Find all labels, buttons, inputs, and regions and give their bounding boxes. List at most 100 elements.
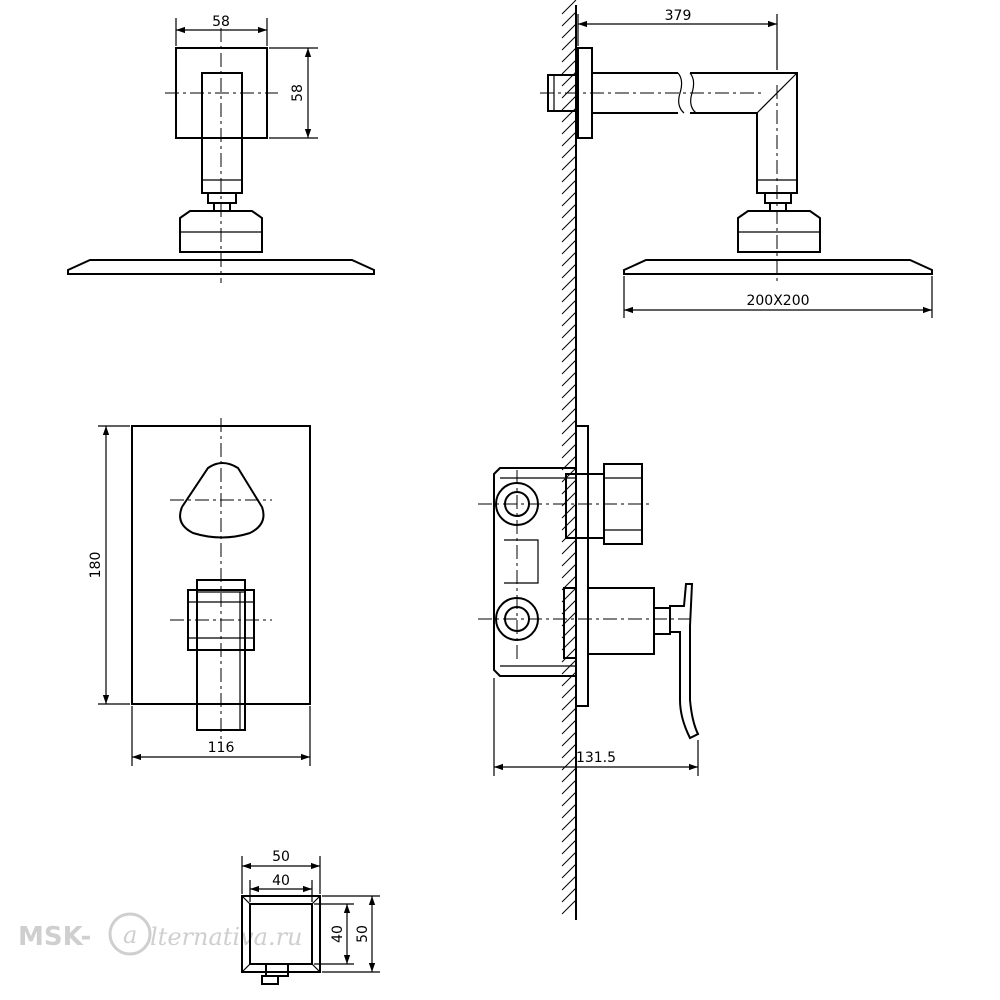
bevel-line [311,895,321,905]
hatch-stroke [561,743,577,759]
hatch-stroke [561,779,577,795]
hatch-stroke [561,731,577,747]
hatch-stroke [561,719,577,735]
bevel-line [241,895,251,905]
mixer-lever-side [669,583,700,740]
dim-label-arm-length: 379 [665,8,692,24]
hatch-stroke [561,407,577,423]
hatch-stroke [561,0,577,15]
hatch-stroke [561,203,577,219]
hatch-stroke [561,23,577,39]
hatch-stroke [561,311,577,327]
outlet-spout [265,963,289,977]
dim-label-head-mount-height: 58 [290,84,306,102]
hatch-stroke [561,335,577,351]
hatch-stroke [561,899,577,915]
hatch-stroke [561,323,577,339]
hatch-stroke [561,179,577,195]
mixer-side-view: 131.5 [478,425,700,776]
hatch-stroke [561,887,577,903]
diverter-knob [179,462,265,539]
lever-base-side [587,587,655,655]
dim-label-outlet-inner-height: 40 [330,925,346,943]
hatch-stroke [561,83,577,99]
hatch-stroke [561,767,577,783]
hatch-stroke [561,227,577,243]
hatch-stroke [561,383,577,399]
hatch-stroke [561,527,577,543]
hatch-stroke [561,503,577,519]
shower-head-front-view: 58 58 [67,14,375,283]
hatch-stroke [561,707,577,723]
swivel-nut [207,192,237,204]
hatch-stroke [561,695,577,711]
hatch-stroke [561,683,577,699]
arm-drop [201,72,243,194]
swivel-nut [764,192,792,204]
lever-cartridge-nut [563,587,577,659]
bevel-line [241,963,251,973]
hatch-stroke [561,443,577,459]
hatch-stroke [561,287,577,303]
hatch-stroke [561,35,577,51]
hatch-stroke [561,251,577,267]
hatch-stroke [561,47,577,63]
hatch-stroke [561,551,577,567]
head-plate [67,259,375,275]
hatch-stroke [561,563,577,579]
dim-label-plate-width: 116 [208,740,235,756]
outlet-front-view: 50 40 40 50 [241,849,380,985]
hatch-stroke [561,263,577,279]
dim-label-outlet-outer-width: 50 [272,849,290,865]
shower-arm-side-view: 379 200X200 [540,8,933,318]
dim-label-head-mount-width: 58 [212,14,230,30]
mixer-front-view: 180 116 [88,418,311,766]
hatch-stroke [561,275,577,291]
dim-label-plate-height: 180 [88,552,104,579]
hatch-stroke [561,791,577,807]
swivel-ball [769,202,787,212]
hatch-stroke [561,191,577,207]
valve-body [493,467,577,677]
head-hub [737,210,821,253]
dim-label-outlet-inner-width: 40 [272,873,290,889]
hatch-stroke [561,119,577,135]
lever-neck [653,607,671,635]
hatch-stroke [561,647,577,663]
hatch-stroke [561,155,577,171]
hatch-stroke [561,371,577,387]
hatch-stroke [561,419,577,435]
hatch-stroke [561,803,577,819]
hatch-stroke [561,131,577,147]
hatch-stroke [561,839,577,855]
dim-label-outlet-outer-height: 50 [355,925,371,943]
hatch-stroke [561,359,577,375]
cover-plate-side [575,425,589,707]
hatch-stroke [561,827,577,843]
dim-label-head-size: 200X200 [746,293,809,309]
hatch-stroke [561,875,577,891]
hatch-stroke [561,239,577,255]
hatch-stroke [561,815,577,831]
dim-label-mixer-depth: 131.5 [576,750,616,766]
watermark-at-circle [108,912,152,956]
watermark: MSK- a lternativa.ru [18,912,303,956]
hatch-stroke [561,215,577,231]
hatch-stroke [561,539,577,555]
outlet-spout-tip [261,975,279,985]
watermark-at-glyph: a [123,921,137,949]
hatch-stroke [561,167,577,183]
valve-channel [504,539,539,584]
hatch-stroke [561,395,577,411]
hatch-stroke [561,755,577,771]
outlet-outer-square [241,895,321,973]
hatch-stroke [561,515,577,531]
hatch-stroke [561,431,577,447]
watermark-script: lternativa.ru [150,923,303,951]
hatch-stroke [561,671,577,687]
hatch-stroke [561,11,577,27]
valve-body-inner [500,477,576,667]
hatch-stroke [561,851,577,867]
